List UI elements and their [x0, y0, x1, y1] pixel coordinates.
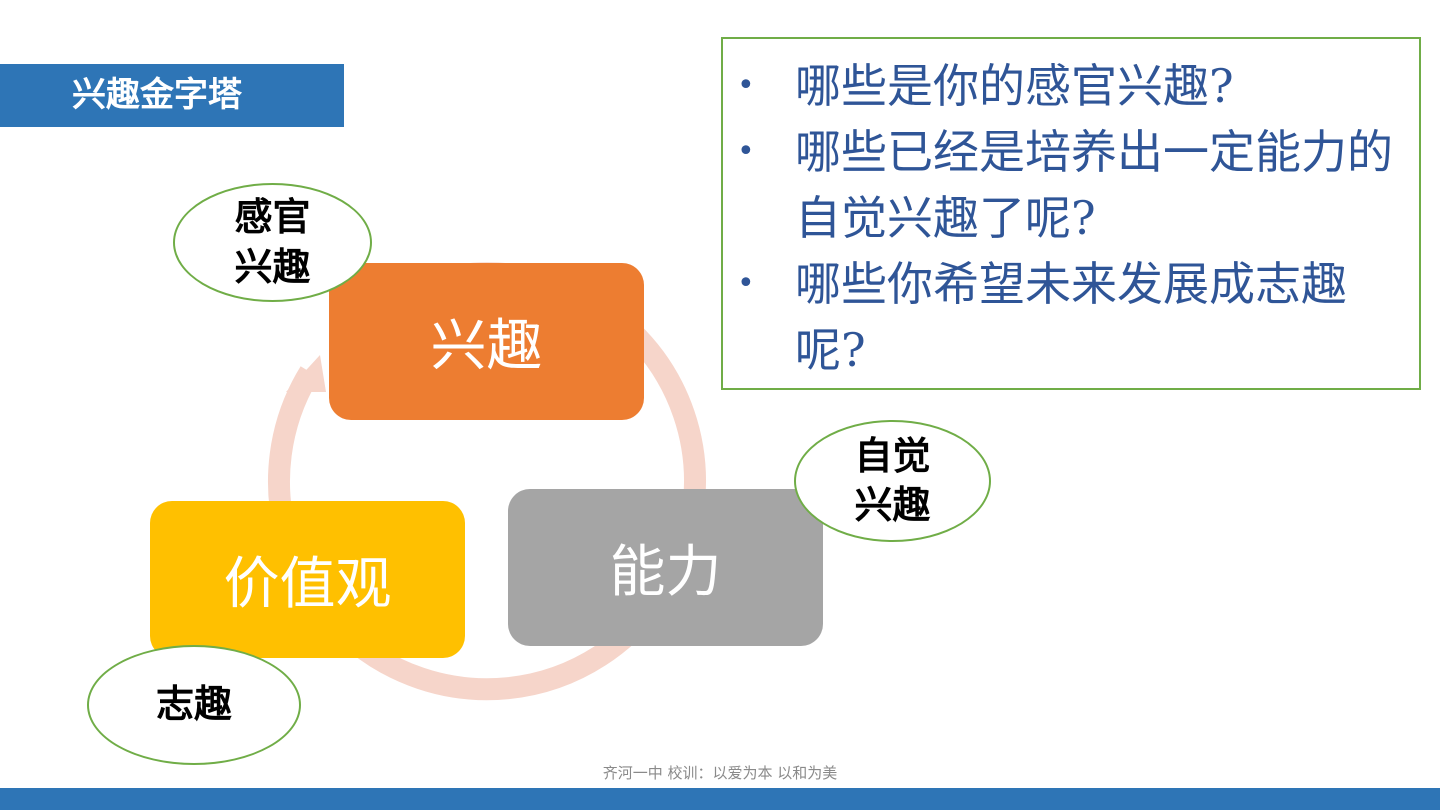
label-aspiration: 志趣 — [87, 645, 301, 765]
bullet-icon: • — [737, 266, 755, 301]
question-text: 哪些是你的感官兴趣? — [795, 59, 1234, 113]
footer-motto: 齐河一中 校训：以爱为本 以和为美 — [602, 764, 838, 782]
cycle-item-ability: 能力 — [508, 489, 823, 646]
label-line: 兴趣 — [854, 483, 931, 527]
question-item: • 哪些你希望未来发展成志趣呢? — [737, 251, 1409, 383]
questions-box: • 哪些是你的感官兴趣? • 哪些已经是培养出一定能力的自觉兴趣了呢? • 哪些你希望… — [721, 37, 1421, 390]
label-line: 感官 — [234, 195, 311, 240]
question-text: 哪些已经是培养出一定能力的自觉兴趣了呢? — [795, 125, 1393, 245]
question-item: • 哪些是你的感官兴趣? — [737, 53, 1409, 119]
cycle-arrow-head-icon — [286, 355, 326, 392]
label-line: 兴趣 — [234, 244, 311, 289]
bullet-icon: • — [737, 68, 755, 103]
cycle-item-interest: 兴趣 — [329, 263, 644, 420]
label-conscious-interest: 自觉兴趣 — [794, 420, 991, 542]
footer-bar — [0, 788, 1440, 810]
slide-title: 兴趣金字塔 — [0, 64, 344, 127]
question-item: • 哪些已经是培养出一定能力的自觉兴趣了呢? — [737, 119, 1409, 251]
label-line: 志趣 — [155, 682, 232, 727]
label-line: 自觉 — [854, 433, 931, 478]
bullet-icon: • — [737, 134, 755, 169]
cycle-item-values: 价值观 — [150, 501, 465, 658]
label-sensory-interest: 感官兴趣 — [173, 183, 372, 302]
question-text: 哪些你希望未来发展成志趣呢? — [795, 257, 1347, 377]
